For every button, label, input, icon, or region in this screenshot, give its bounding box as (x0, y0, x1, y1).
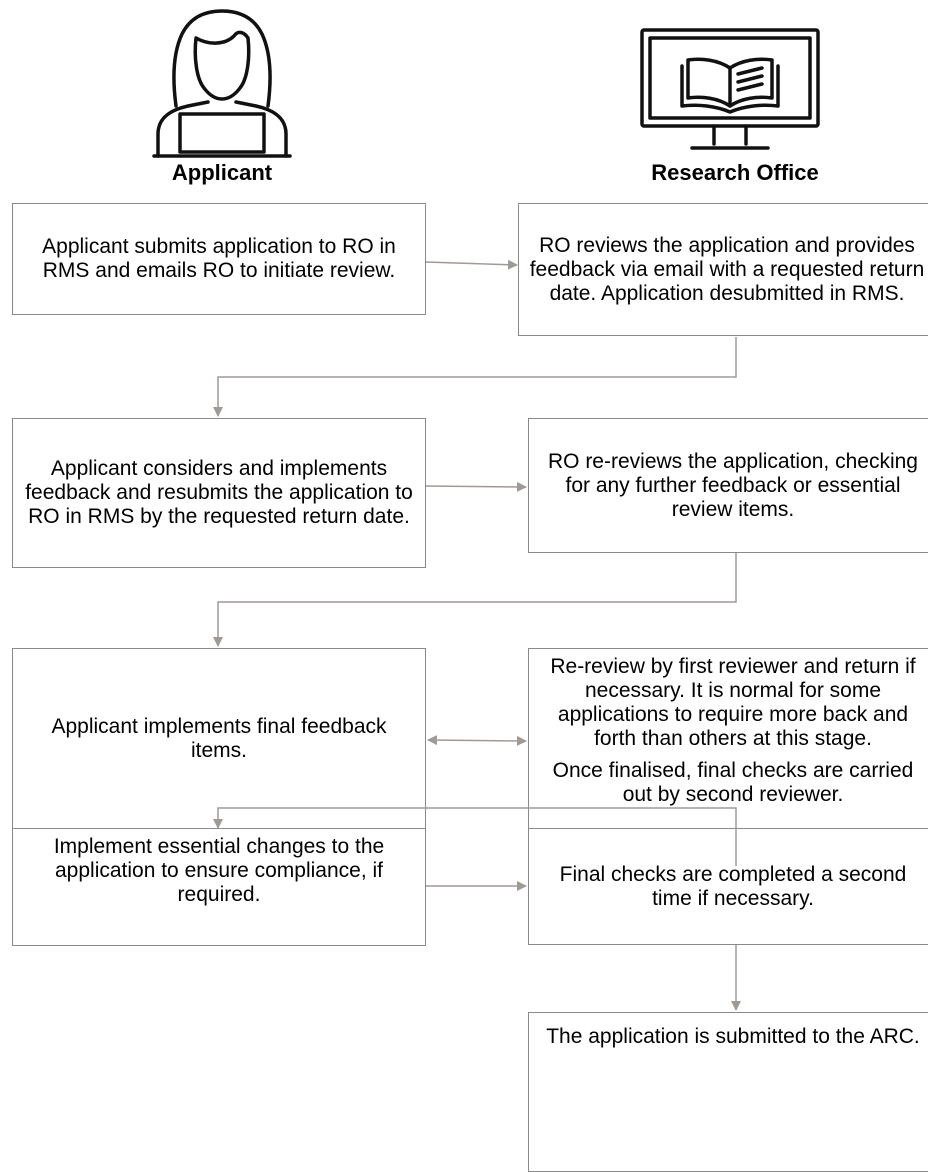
step-rereview-text-a: Re-review by first reviewer and return i… (550, 655, 916, 750)
step-ro-review: RO reviews the application and provides … (518, 203, 928, 336)
step-implement-feedback: Applicant considers and implements feedb… (12, 418, 426, 568)
arrow-submit-to-review (425, 259, 518, 270)
step-implement-feedback-text: Applicant considers and implements feedb… (25, 457, 413, 528)
step-ro-rereview-text: RO re-reviews the application, checking … (547, 449, 918, 521)
research-office-header: Research Office (651, 160, 819, 185)
arrow-rereview-to-final-feedback (213, 553, 737, 647)
step-submit-application: Applicant submits application to RO in R… (12, 203, 426, 315)
step-final-checks-text: Final checks are completed a second time… (559, 862, 907, 910)
monitor-with-book-icon (640, 28, 820, 150)
applicant-header: Applicant (171, 160, 273, 185)
step-essential-changes-text: Implement essential changes to the appli… (53, 835, 385, 906)
step-submitted-arc-text: The application is submitted to the ARC. (546, 1025, 920, 1048)
step-final-checks: Final checks are completed a second time… (528, 828, 928, 945)
step-final-feedback: Applicant implements final feedback item… (12, 648, 426, 830)
step-rereview-text-b: Once finalised, final checks are carried… (552, 759, 914, 806)
step-final-feedback-text: Applicant implements final feedback item… (51, 715, 387, 762)
step-ro-review-text: RO reviews the application and provides … (529, 233, 925, 305)
arrow-final-feedback-both-ways (427, 735, 527, 746)
arrow-review-to-implement (213, 337, 737, 417)
arrow-rereview-to-essential-changes (213, 807, 737, 866)
step-submitted-arc: The application is submitted to the ARC. (528, 1012, 928, 1172)
step-ro-rereview: RO re-reviews the application, checking … (528, 418, 928, 553)
step-submit-application-text: Applicant submits application to RO in R… (42, 235, 396, 282)
person-at-laptop-icon (152, 9, 292, 158)
arrow-implement-to-rereview (425, 481, 527, 492)
